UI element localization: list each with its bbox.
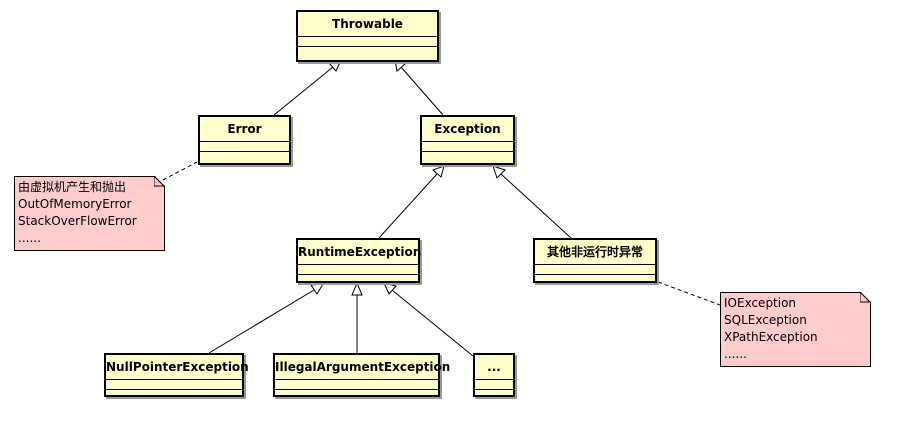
note-error-fold — [154, 176, 165, 187]
class-methods — [200, 151, 289, 152]
class-attributes — [106, 379, 242, 389]
arrowhead-other-exception — [492, 165, 506, 179]
note-error[interactable]: 由虚拟机产生和抛出 OutOfMemoryError StackOverFlow… — [14, 176, 165, 251]
note-checked-fold — [860, 292, 871, 303]
edge-error-throwable — [273, 66, 334, 116]
class-methods — [475, 389, 513, 390]
edge-ellipsis-runtime — [391, 289, 474, 357]
class-illegal-argument[interactable]: IllegalArgumentException — [273, 353, 451, 397]
class-attributes — [275, 379, 438, 389]
class-null-pointer[interactable]: NullPointerException — [104, 353, 249, 397]
class-error[interactable]: Error — [198, 115, 291, 165]
class-other-checked[interactable]: 其他非运行时异常 — [533, 238, 657, 283]
class-exception[interactable]: Exception — [420, 115, 515, 165]
class-methods — [275, 389, 438, 390]
arrowhead-runtime-exception — [432, 165, 445, 178]
class-name: Exception — [434, 122, 501, 136]
class-methods — [298, 274, 418, 275]
note-line: StackOverFlowError — [18, 214, 137, 228]
class-name: 其他非运行时异常 — [546, 245, 643, 259]
note-line: 由虚拟机产生和抛出 — [18, 180, 127, 194]
class-attributes — [475, 379, 513, 389]
edge-nullpointer-runtime — [208, 289, 315, 354]
class-name: NullPointerException — [106, 360, 249, 374]
arrowhead-exception-throwable — [394, 59, 406, 72]
class-name: Error — [227, 122, 262, 136]
edge-other-exception — [500, 173, 572, 239]
class-methods — [298, 46, 437, 47]
note-line: IOException — [724, 296, 797, 310]
class-attributes — [422, 141, 513, 151]
class-runtime-exception[interactable]: RuntimeException — [296, 238, 422, 283]
class-throwable[interactable]: Throwable — [296, 10, 439, 62]
class-methods — [106, 389, 242, 390]
class-methods — [422, 151, 513, 152]
note-line: XPathException — [724, 330, 818, 344]
note-anchor-error — [162, 161, 198, 181]
note-line: ...... — [724, 347, 747, 361]
note-checked[interactable]: IOException SQLException XPathException … — [720, 292, 871, 367]
arrowhead-nullpointer-runtime — [310, 283, 324, 295]
class-ellipsis[interactable]: ... — [473, 353, 515, 397]
arrowhead-illegalarg-runtime — [351, 281, 363, 296]
note-line: OutOfMemoryError — [18, 197, 132, 211]
class-methods — [535, 274, 655, 275]
class-name: ... — [487, 360, 501, 374]
note-line: SQLException — [724, 313, 807, 327]
class-attributes — [298, 36, 437, 46]
class-attributes — [535, 264, 655, 274]
class-attributes — [200, 141, 289, 151]
arrowhead-ellipsis-runtime — [383, 282, 397, 295]
edge-runtime-exception — [378, 173, 438, 239]
class-name: RuntimeException — [298, 245, 422, 259]
note-line: ...... — [18, 231, 41, 245]
class-name: Throwable — [332, 17, 403, 31]
class-name: IllegalArgumentException — [275, 360, 451, 374]
class-attributes — [298, 264, 418, 274]
note-anchor-checked — [657, 281, 721, 306]
edge-exception-throwable — [400, 66, 444, 116]
